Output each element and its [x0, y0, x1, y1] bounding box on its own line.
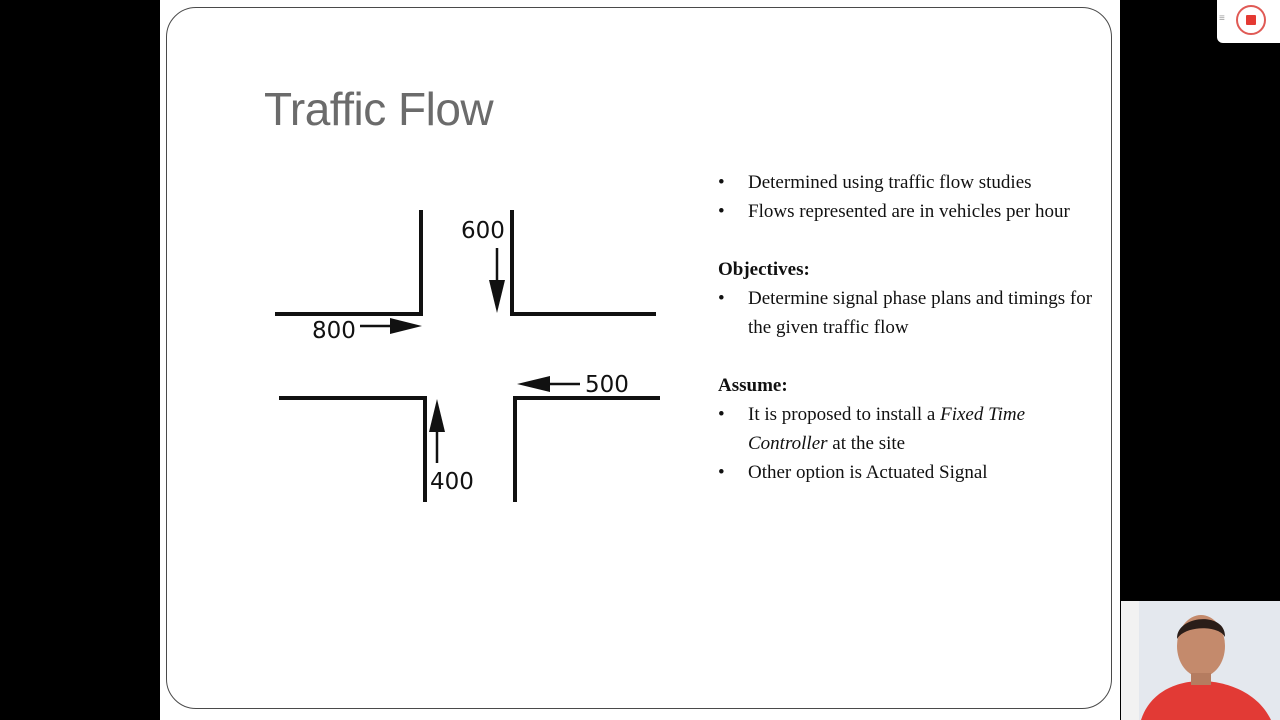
objectives-heading: Objectives: [718, 259, 810, 280]
slide-frame [166, 7, 1112, 709]
bullet-item-fixed-time: It is proposed to install a Fixed Time C… [718, 400, 1098, 458]
flow-label-west: 500 [585, 372, 629, 398]
flow-label-south: 600 [461, 218, 505, 244]
bullet-italic-text: Fixed Time Controller [748, 404, 1026, 454]
stop-recording-button[interactable] [1236, 5, 1266, 35]
bullet-text: It is proposed to install a [748, 404, 941, 425]
stop-square-icon [1246, 15, 1256, 25]
webcam-overlay [1121, 601, 1280, 720]
recording-widget: ≡ [1217, 0, 1280, 43]
road-edge-nw [275, 210, 423, 316]
assume-list: It is proposed to install a Fixed Time C… [718, 400, 1098, 487]
road-edge-se [513, 396, 660, 502]
bullet-item: Determine signal phase plans and timings… [718, 284, 1098, 342]
drag-handle-icon[interactable]: ≡ [1219, 13, 1225, 24]
assume-heading: Assume: [718, 375, 788, 396]
road-edge-ne [510, 210, 656, 316]
bullet-text: at the site [827, 433, 906, 454]
bullet-item: Determined using traffic flow studies [718, 168, 1098, 197]
presenter-video-icon [1121, 601, 1280, 720]
slide-title: Traffic Flow [264, 83, 494, 135]
flow-arrowhead-west [517, 376, 550, 392]
road-edge-sw [279, 396, 427, 502]
bullet-item: Other option is Actuated Signal [718, 458, 1098, 487]
bullet-item: Flows represented are in vehicles per ho… [718, 197, 1098, 226]
flow-arrowhead-north [429, 399, 445, 432]
flow-arrowhead-east [390, 318, 422, 334]
bullet-content: Determined using traffic flow studies Fl… [718, 168, 1098, 487]
flow-label-east: 800 [312, 318, 356, 344]
flow-label-north: 400 [430, 469, 474, 495]
intersection-diagram: 800 600 500 400 [275, 210, 660, 502]
intro-list: Determined using traffic flow studies Fl… [718, 168, 1098, 226]
flow-arrowhead-south [489, 280, 505, 313]
objectives-list: Determine signal phase plans and timings… [718, 284, 1098, 342]
slide-area: Traffic Flow 800 60 [160, 0, 1120, 720]
